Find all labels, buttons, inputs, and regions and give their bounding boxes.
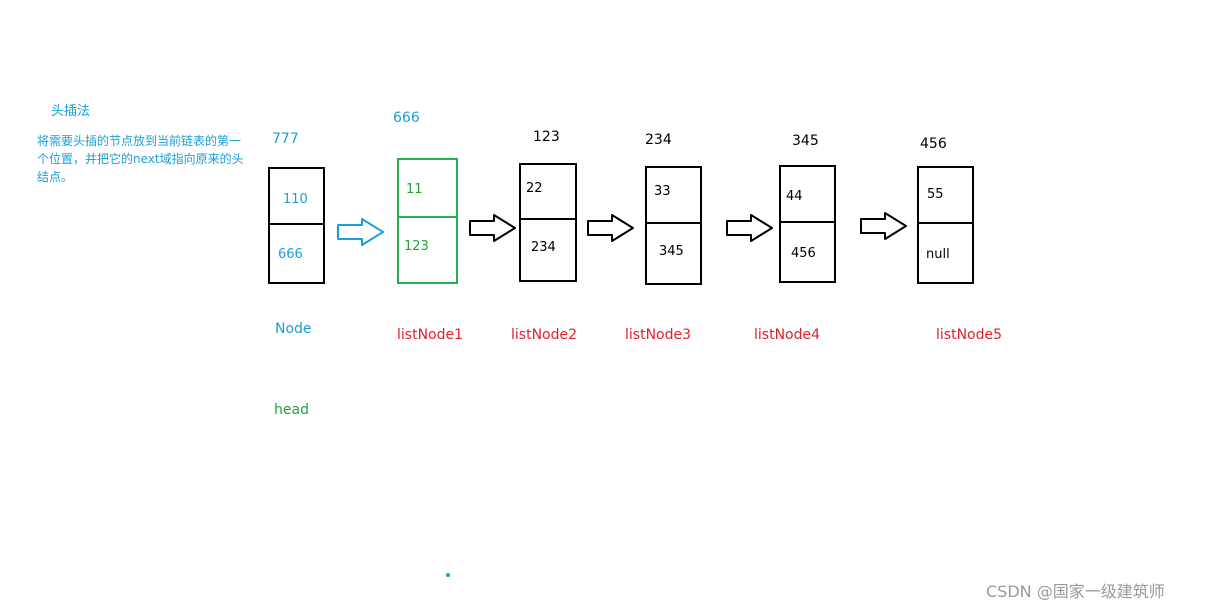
list-node1-address: 666 (393, 110, 420, 126)
arrow-icon (587, 214, 634, 242)
new-node-next: 666 (278, 247, 303, 262)
new-node-box: 110 666 (268, 167, 325, 284)
list-node5-data: 55 (927, 187, 944, 202)
list-node4-label: listNode4 (754, 327, 821, 343)
list-node2-data: 22 (526, 181, 543, 196)
list-node1-box: 11 123 (397, 158, 458, 284)
arrow-icon (726, 214, 773, 242)
list-node4-address: 345 (792, 133, 819, 149)
list-node4-data: 44 (786, 189, 803, 204)
list-node5-address: 456 (920, 136, 947, 152)
node-divider (268, 223, 325, 225)
new-node-address: 777 (272, 131, 299, 147)
list-node3-address: 234 (645, 132, 672, 148)
list-node5-box: 55 null (917, 166, 974, 284)
arrow-icon (469, 214, 516, 242)
method-title: 头插法 (51, 104, 91, 119)
watermark: CSDN @国家一级建筑师 (986, 582, 1165, 601)
node-divider (779, 221, 836, 223)
arrow-icon (860, 212, 907, 240)
list-node3-label: listNode3 (625, 327, 692, 343)
list-node3-next: 345 (659, 244, 684, 259)
list-node4-box: 44 456 (779, 165, 836, 283)
list-node1-label: listNode1 (397, 327, 464, 343)
head-label: head (274, 402, 309, 418)
arrow-blue-icon (337, 218, 384, 246)
stray-dot (446, 573, 450, 577)
list-node2-label: listNode2 (511, 327, 578, 343)
node-divider (917, 222, 974, 224)
list-node1-next: 123 (404, 239, 429, 254)
node-divider (645, 222, 702, 224)
list-node5-label: listNode5 (936, 327, 1003, 343)
method-description: 将需要头插的节点放到当前链表的第一个位置，并把它的next域指向原来的头结点。 (37, 134, 244, 184)
list-node1-data: 11 (406, 182, 423, 197)
list-node2-next: 234 (531, 240, 556, 255)
new-node-data: 110 (283, 192, 308, 207)
list-node3-box: 33 345 (645, 166, 702, 285)
list-node2-box: 22 234 (519, 163, 577, 282)
list-node2-address: 123 (533, 129, 560, 145)
node-divider (397, 216, 458, 218)
node-divider (519, 218, 577, 220)
list-node3-data: 33 (654, 184, 671, 199)
list-node4-next: 456 (791, 246, 816, 261)
list-node5-next: null (926, 247, 950, 262)
new-node-label: Node (275, 321, 312, 337)
